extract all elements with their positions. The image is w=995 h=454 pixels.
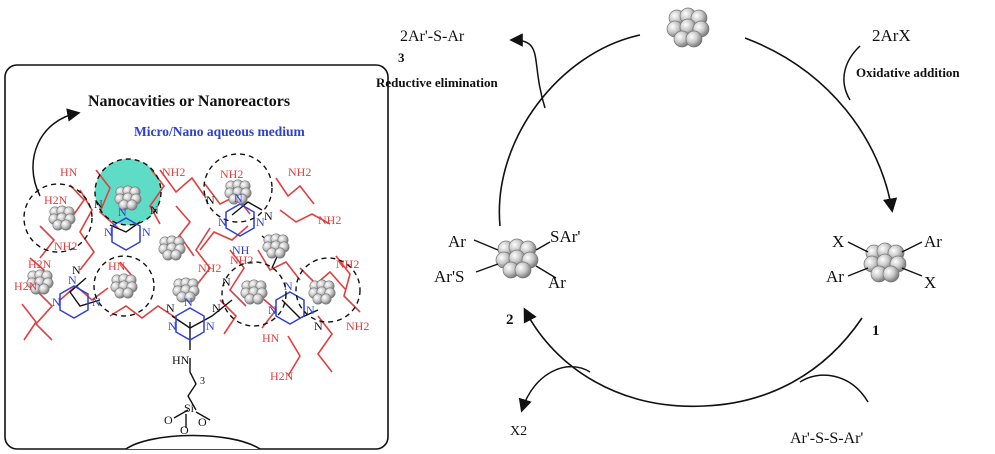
svg-text:N: N xyxy=(166,301,175,315)
int2-bonds xyxy=(473,239,557,279)
int2-label: Ar xyxy=(548,273,566,292)
catalyst-nanoparticle xyxy=(666,7,710,48)
svg-text:N: N xyxy=(104,225,113,239)
intermediate-1-number: 1 xyxy=(872,323,880,339)
reagent-arrow xyxy=(843,45,861,101)
intermediate-2-nanoparticle xyxy=(495,238,539,279)
svg-text:N: N xyxy=(284,279,293,293)
svg-text:N: N xyxy=(184,295,193,309)
svg-text:O: O xyxy=(180,423,189,437)
product-formula: 2Ar'-S-Ar xyxy=(400,28,465,45)
medium-label: Micro/Nano aqueous medium xyxy=(134,124,306,139)
svg-text:N: N xyxy=(306,303,315,317)
intermediate-2-number: 2 xyxy=(506,312,514,328)
svg-text:NH2: NH2 xyxy=(288,165,311,179)
svg-text:HN: HN xyxy=(108,259,126,273)
svg-text:HN: HN xyxy=(172,353,190,367)
svg-text:N: N xyxy=(150,203,159,217)
svg-text:N: N xyxy=(264,209,273,223)
x2-arrow xyxy=(518,365,591,413)
svg-text:H2N: H2N xyxy=(14,279,38,293)
atom-labels: HN NH2 NH2 NH2 H2N NH2 NH2 H2N H2N NH2 N… xyxy=(14,165,369,437)
svg-text:NH2: NH2 xyxy=(230,253,253,267)
svg-text:H2N: H2N xyxy=(28,257,52,271)
svg-text:NH2: NH2 xyxy=(162,165,185,179)
x2-label: X2 xyxy=(510,424,527,439)
svg-text:N: N xyxy=(118,205,127,219)
panel-frame xyxy=(4,64,389,450)
svg-text:N: N xyxy=(222,275,231,289)
svg-text:H2N: H2N xyxy=(44,193,68,207)
panel-title: Nanocavities or Nanoreactors xyxy=(88,93,290,110)
int1-bonds xyxy=(847,241,923,277)
arc-bottom-left xyxy=(523,307,705,408)
disulfide-arrow xyxy=(799,374,869,403)
svg-text:N: N xyxy=(52,295,61,309)
svg-text:NH2: NH2 xyxy=(198,261,221,275)
triazine-rings xyxy=(59,203,305,341)
svg-text:N: N xyxy=(92,295,101,309)
svg-text:Si: Si xyxy=(184,401,195,415)
int1-label: X xyxy=(924,273,936,292)
arc-top-right xyxy=(744,37,898,213)
product-arrow xyxy=(509,33,546,109)
svg-text:N: N xyxy=(268,303,277,317)
svg-text:NH2: NH2 xyxy=(220,167,243,181)
int2-label: Ar xyxy=(448,232,466,251)
svg-text:N: N xyxy=(218,215,227,229)
svg-text:N: N xyxy=(314,319,323,333)
svg-text:N: N xyxy=(256,215,265,229)
svg-text:N: N xyxy=(212,301,221,315)
nanoparticle xyxy=(308,279,336,305)
int1-label: Ar xyxy=(924,232,942,251)
int1-label: X xyxy=(832,232,844,251)
disulfide-formula: Ar'-S-S-Ar' xyxy=(790,430,863,447)
svg-text:N: N xyxy=(168,319,177,333)
svg-text:NH2: NH2 xyxy=(318,213,341,227)
nanoparticle xyxy=(240,279,268,305)
arc-bottom-right xyxy=(703,317,863,407)
int2-label: Ar'S xyxy=(434,267,464,286)
nanoparticle xyxy=(110,273,138,299)
svg-text:NH2: NH2 xyxy=(54,239,77,253)
svg-text:N: N xyxy=(68,273,77,287)
svg-text:N: N xyxy=(94,197,103,211)
dashed-cavities xyxy=(23,153,361,327)
core-bonds xyxy=(69,201,319,428)
svg-text:N: N xyxy=(234,191,243,205)
svg-text:O: O xyxy=(164,413,173,427)
int1-label: Ar xyxy=(826,267,844,286)
amine-branches xyxy=(21,167,361,377)
nanoparticle xyxy=(158,235,186,261)
nanoparticle xyxy=(262,233,290,259)
svg-text:N: N xyxy=(142,225,151,239)
svg-text:N: N xyxy=(206,319,215,333)
intermediate-1-nanoparticle xyxy=(863,242,907,283)
svg-text:N: N xyxy=(206,193,215,207)
svg-text:NH2: NH2 xyxy=(336,257,359,271)
step1-name: Oxidative addition xyxy=(856,65,960,80)
arc-left xyxy=(498,34,641,227)
svg-text:NH2: NH2 xyxy=(346,319,369,333)
reagent-formula: 2ArX xyxy=(872,26,911,45)
svg-text:HN: HN xyxy=(60,165,78,179)
dendrimer-panel: Nanocavities or Nanoreactors Micro/Nano … xyxy=(4,64,389,450)
int2-label: SAr' xyxy=(550,227,580,246)
svg-text:N: N xyxy=(72,263,81,277)
step3-number: 3 xyxy=(398,50,405,65)
nanoparticle xyxy=(48,205,76,231)
support-surface xyxy=(125,434,261,450)
svg-text:NH: NH xyxy=(232,243,250,257)
catalytic-cycle: 3 Reductive elimination 2Ar'-S-Ar 2ArX O… xyxy=(376,7,960,447)
svg-text:O: O xyxy=(198,415,207,429)
step3-name: Reductive elimination xyxy=(376,75,498,90)
svg-text:3: 3 xyxy=(200,376,205,387)
svg-text:HN: HN xyxy=(262,331,280,345)
svg-text:H2N: H2N xyxy=(270,369,294,383)
cavity-arrow xyxy=(32,108,81,197)
